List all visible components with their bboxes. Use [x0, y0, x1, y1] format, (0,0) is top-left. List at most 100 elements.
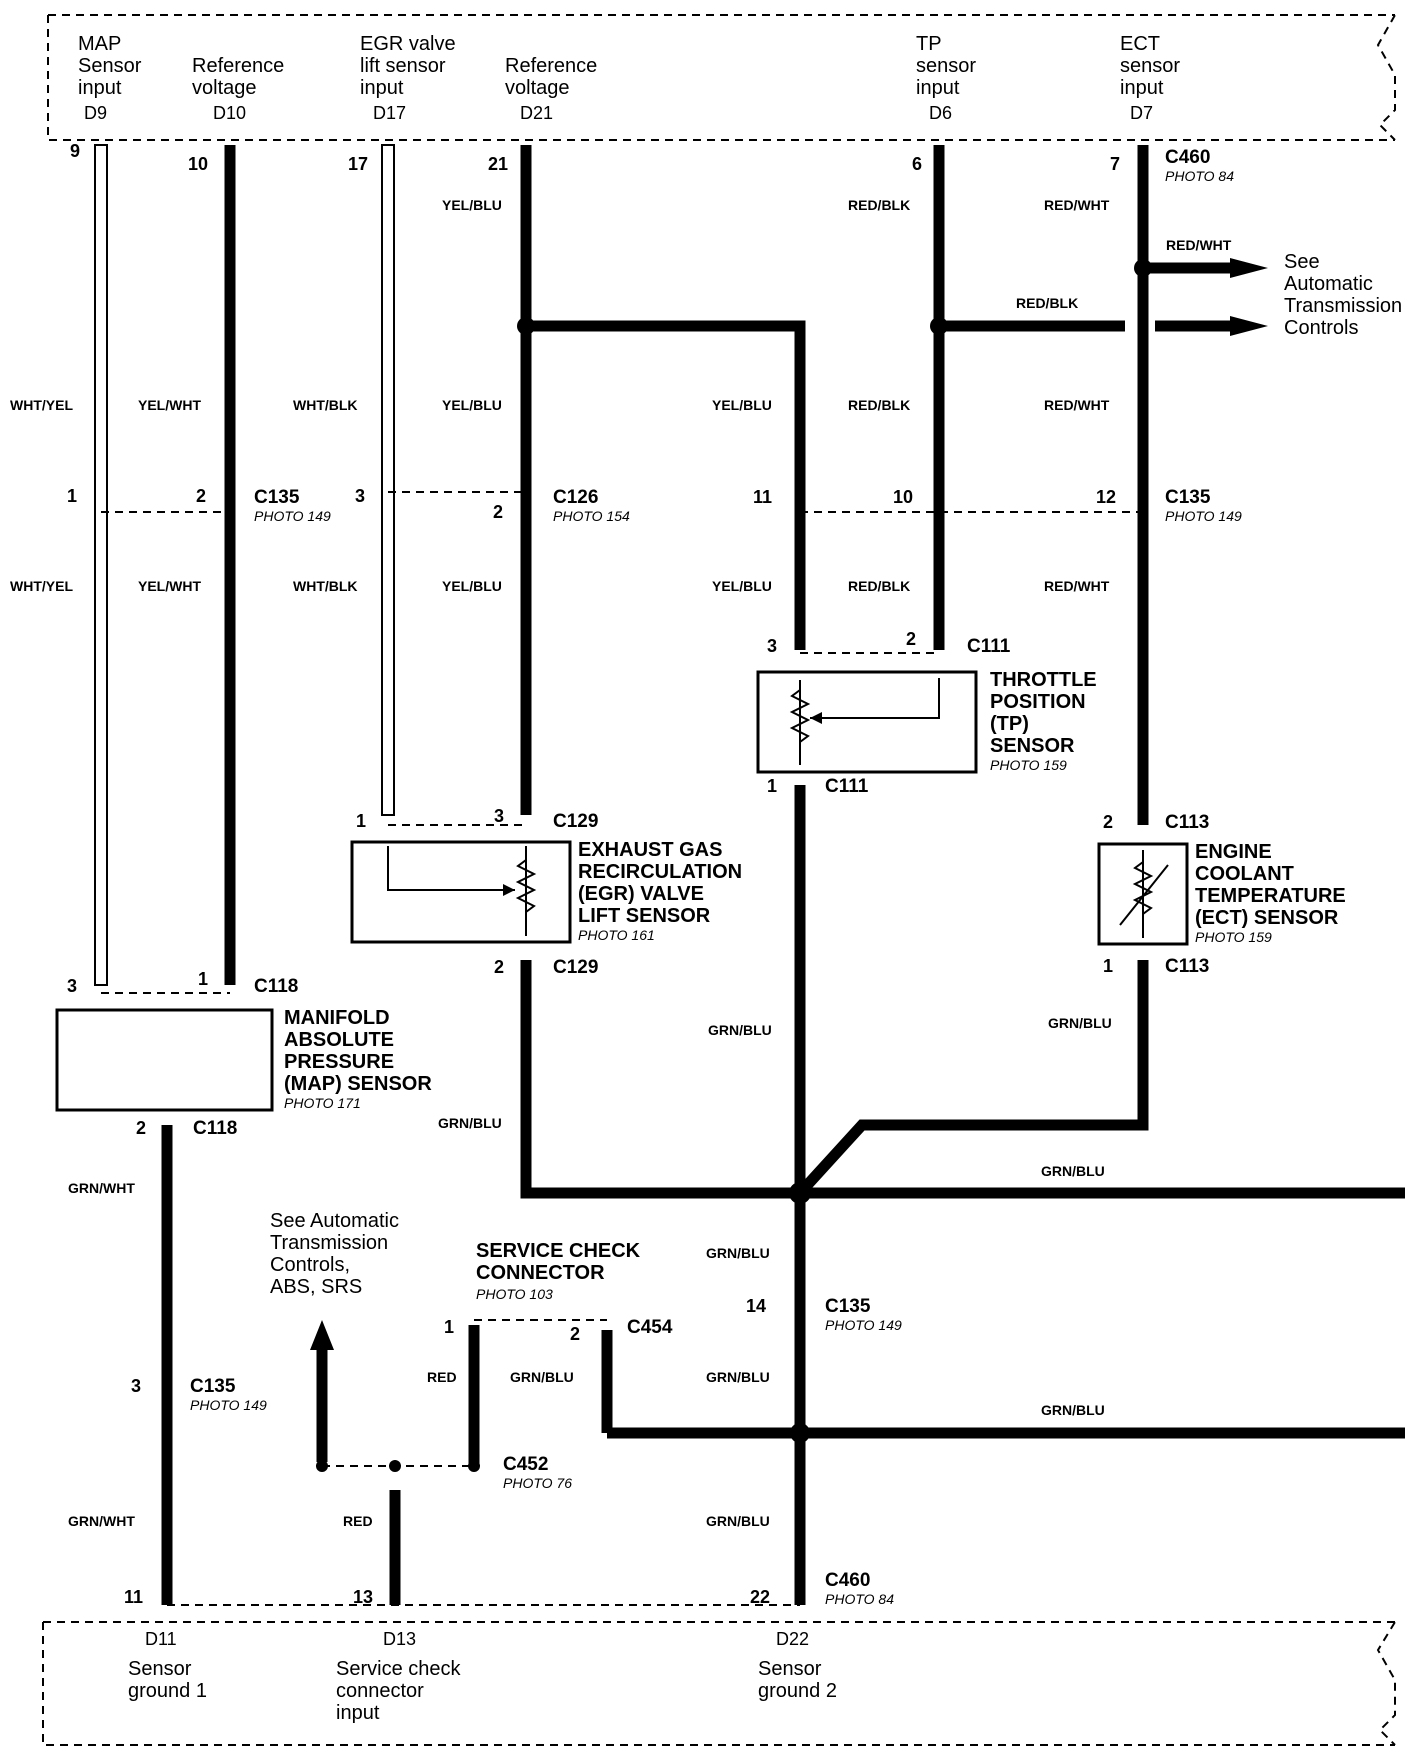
pin-number: 1 — [1103, 956, 1113, 976]
wire-color-label: RED/BLK — [848, 578, 910, 594]
arrow-right-icon — [1230, 258, 1268, 278]
wire-color-label: GRN/BLU — [438, 1115, 502, 1131]
wire-color-label: YEL/BLU — [712, 578, 772, 594]
photo-ref: PHOTO 149 — [825, 1317, 902, 1333]
wire-egr-signal — [381, 144, 395, 816]
pin-number: 17 — [348, 154, 368, 174]
photo-ref: PHOTO 84 — [1165, 168, 1234, 184]
pin-number: 2 — [136, 1118, 146, 1138]
wire-color-label: GRN/BLU — [706, 1245, 770, 1261]
wire-color-label: YEL/BLU — [712, 397, 772, 413]
wire-color-label: WHT/YEL — [10, 397, 73, 413]
wire-color-label: GRN/BLU — [708, 1022, 772, 1038]
wire-color-label: RED/BLK — [848, 197, 910, 213]
connector-label: C126 — [553, 487, 598, 508]
connector-label: C135 — [1165, 487, 1211, 508]
pin-number: 7 — [1110, 154, 1120, 174]
wire-color-label: RED/WHT — [1166, 237, 1232, 253]
wire-color-label: GRN/WHT — [68, 1180, 135, 1196]
tp-sensor — [756, 670, 978, 774]
wire-color-label: GRN/BLU — [706, 1513, 770, 1529]
ecm-terminal-id: D6 — [929, 103, 952, 123]
pin-number: 11 — [124, 1587, 143, 1607]
wire-color-label: YEL/WHT — [138, 397, 201, 413]
ecm-bottom-box — [42, 1621, 1396, 1746]
photo-ref: PHOTO 149 — [1165, 508, 1242, 524]
ecm-terminal-id: D11 — [145, 1629, 177, 1649]
pin-number: 14 — [746, 1296, 766, 1316]
wire-color-label: GRN/WHT — [68, 1513, 135, 1529]
photo-ref: PHOTO 159 — [990, 757, 1067, 773]
ecm-terminal-id: D13 — [383, 1629, 416, 1649]
photo-ref: PHOTO 103 — [476, 1286, 553, 1302]
pin-number: 3 — [67, 976, 77, 996]
arrow-up-icon — [310, 1320, 334, 1350]
splice-dot — [790, 1423, 810, 1443]
wire-color-label: YEL/BLU — [442, 397, 502, 413]
photo-ref: PHOTO 161 — [578, 927, 655, 943]
connector-label: C118 — [254, 976, 298, 997]
c452-pins — [316, 1460, 480, 1472]
pin-number: 2 — [493, 502, 503, 522]
egr-sensor — [350, 840, 572, 944]
pin-number: 6 — [912, 154, 922, 174]
splice-dot — [789, 1182, 811, 1204]
wire-color-label: WHT/BLK — [293, 397, 358, 413]
wire-color-label: RED/WHT — [1044, 578, 1110, 594]
pin-number: 3 — [131, 1376, 141, 1396]
map-sensor — [55, 1008, 274, 1112]
connector-c460-top: C460 — [1165, 147, 1210, 168]
pin-number: 2 — [494, 957, 504, 977]
pin-number: 12 — [1096, 487, 1116, 507]
photo-ref: PHOTO 76 — [503, 1475, 572, 1491]
pin-number: 2 — [906, 629, 916, 649]
pin-number: 3 — [767, 636, 777, 656]
wire-color-label: RED/BLK — [1016, 295, 1078, 311]
ecm-terminal-id: D17 — [373, 103, 406, 123]
pin-number: 2 — [196, 486, 206, 506]
wire-color-label: GRN/BLU — [706, 1369, 770, 1385]
pin-number: 22 — [750, 1587, 770, 1607]
ecm-terminal-id: D7 — [1130, 103, 1153, 123]
connector-label: C118 — [193, 1118, 237, 1139]
pin-number: 1 — [444, 1317, 454, 1337]
connector-label: C111 — [825, 776, 869, 797]
wire-color-label: RED — [343, 1513, 373, 1529]
connector-label: C129 — [553, 811, 598, 832]
wire-color-label: YEL/BLU — [442, 197, 502, 213]
pin-number: 1 — [356, 811, 366, 831]
arrow-right-icon — [1230, 316, 1268, 336]
connector-label: C135 — [190, 1376, 236, 1397]
ecm-terminal-id: D22 — [776, 1629, 809, 1649]
pin-number: 2 — [1103, 812, 1113, 832]
ecm-terminal-id: D21 — [520, 103, 553, 123]
wire-lines — [161, 145, 1405, 1605]
photo-ref: PHOTO 149 — [190, 1397, 267, 1413]
pin-number: 2 — [570, 1324, 580, 1344]
wire-color-label: GRN/BLU — [510, 1369, 574, 1385]
pin-number: 11 — [753, 487, 772, 507]
connector-label: C135 — [254, 487, 300, 508]
connector-label: C113 — [1165, 812, 1209, 833]
pin-number: 10 — [893, 487, 913, 507]
ecm-terminal-id: D9 — [84, 103, 107, 123]
connector-label: C135 — [825, 1296, 871, 1317]
photo-ref: PHOTO 171 — [284, 1095, 361, 1111]
wire-color-label: RED — [427, 1369, 457, 1385]
wire-ect-ground — [795, 960, 1149, 1197]
wire-color-label: GRN/BLU — [1041, 1163, 1105, 1179]
pin-number: 1 — [198, 969, 208, 989]
ect-sensor — [1097, 842, 1189, 946]
